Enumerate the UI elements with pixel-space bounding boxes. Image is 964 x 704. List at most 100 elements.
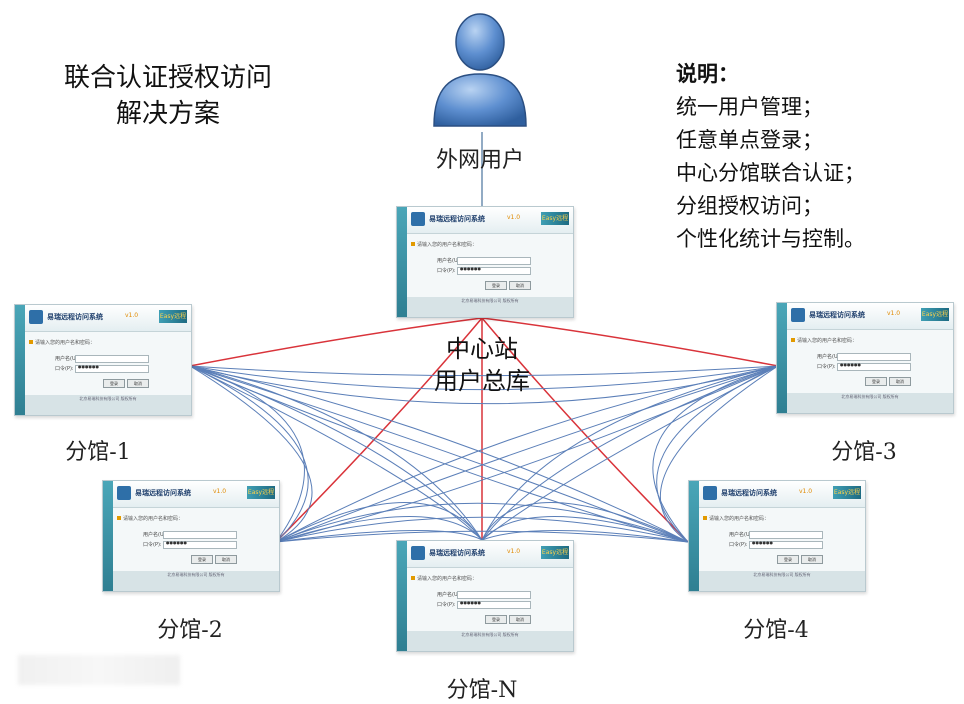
mesh-b2-bn-line-0 (275, 502, 483, 543)
branch-2-label: 分馆-2 (157, 618, 223, 643)
window-app-name: 易瑞远程访问系统 (429, 549, 485, 557)
window-prompt: 请输入您的用户名和密码： (797, 338, 858, 344)
mesh-b1-bn-line-2 (189, 365, 483, 541)
password-field-label: 口令(P): (817, 364, 836, 370)
branch-4-login-window: 易瑞远程访问系统 v1.0 Easy远程 请输入您的用户名和密码： 用户名(U)… (688, 480, 866, 592)
window-badge: Easy远程 (541, 546, 569, 559)
password-field-label: 口令(P): (437, 268, 456, 274)
window-version: v1.0 (507, 548, 521, 555)
center-to-b1-line (189, 317, 483, 367)
mesh-b1-bn-line-1 (189, 365, 483, 541)
username-input[interactable] (163, 531, 237, 539)
app-logo-icon (411, 212, 425, 226)
mesh-b3-bn-line-1 (481, 365, 779, 541)
login-button[interactable]: 登录 (191, 555, 213, 564)
login-button[interactable]: 登录 (485, 615, 507, 624)
password-input[interactable] (457, 600, 531, 609)
window-prompt: 请输入您的用户名和密码： (123, 516, 184, 522)
mesh-b2-b3-line-0 (275, 365, 779, 543)
username-input[interactable] (75, 355, 149, 363)
app-logo-icon (117, 486, 131, 500)
center-label-line2: 用户总库 (434, 367, 530, 395)
window-version: v1.0 (125, 312, 139, 319)
notes-item-4: 分组授权访问； (676, 194, 823, 218)
user-person-icon (433, 13, 527, 127)
window-footer: 北京易瑞科技有限公司 版权所有 (407, 297, 573, 317)
username-input[interactable] (837, 353, 911, 361)
branch-3-label: 分馆-3 (831, 440, 897, 465)
mesh-b3-b4-line-2 (660, 365, 779, 543)
window-version: v1.0 (507, 214, 521, 221)
username-input[interactable] (457, 257, 531, 265)
cancel-button[interactable]: 取消 (215, 555, 237, 564)
branch-1-label: 分馆-1 (65, 440, 131, 465)
password-input[interactable] (749, 540, 823, 549)
mesh-b3-bn-line-0 (481, 365, 779, 541)
branch-2-login-window: 易瑞远程访问系统 v1.0 Easy远程 请输入您的用户名和密码： 用户名(U)… (102, 480, 280, 592)
notes-item-5: 个性化统计与控制。 (676, 227, 865, 251)
window-prompt: 请输入您的用户名和密码： (417, 242, 478, 248)
password-field-label: 口令(P): (729, 542, 748, 548)
cancel-button[interactable]: 取消 (127, 379, 149, 388)
mesh-b2-bn-line-1 (275, 516, 483, 543)
user-field-label: 用户名(U): (729, 532, 754, 538)
window-version: v1.0 (799, 488, 813, 495)
mesh-b4-bn-line-0 (481, 502, 689, 543)
mesh-b1-b4-line-1 (189, 365, 689, 543)
login-button[interactable]: 登录 (485, 281, 507, 290)
password-input[interactable] (837, 362, 911, 371)
mesh-b1-b2-line-1 (189, 365, 309, 543)
notes-item-3: 中心分馆联合认证； (676, 161, 865, 185)
password-input[interactable] (457, 266, 531, 275)
mesh-b3-b4-line-0 (652, 365, 779, 543)
branch-n-login-window: 易瑞远程访问系统 v1.0 Easy远程 请输入您的用户名和密码： 用户名(U)… (396, 540, 574, 652)
user-field-label: 用户名(U): (437, 592, 462, 598)
window-footer: 北京易瑞科技有限公司 版权所有 (113, 571, 279, 591)
center-login-window: 易瑞远程访问系统 v1.0 Easy远程 请输入您的用户名和密码： 用户名(U)… (396, 206, 574, 318)
app-logo-icon (411, 546, 425, 560)
user-label: 外网用户 (435, 148, 524, 173)
login-button[interactable]: 登录 (777, 555, 799, 564)
username-input[interactable] (749, 531, 823, 539)
window-footer: 北京易瑞科技有限公司 版权所有 (407, 631, 573, 651)
notes-panel: 说明： 统一用户管理； 任意单点登录； 中心分馆联合认证； 分组授权访问； 个性… (676, 58, 865, 256)
window-app-name: 易瑞远程访问系统 (47, 313, 103, 321)
center-to-b2-line (275, 317, 483, 543)
window-prompt: 请输入您的用户名和密码： (417, 576, 478, 582)
window-badge: Easy远程 (541, 212, 569, 225)
window-prompt: 请输入您的用户名和密码： (709, 516, 770, 522)
app-logo-icon (29, 310, 43, 324)
mesh-b3-bn-line-2 (481, 365, 779, 541)
mesh-b1-b3-line-0 (189, 365, 779, 377)
cancel-button[interactable]: 取消 (509, 281, 531, 290)
window-version: v1.0 (213, 488, 227, 495)
login-button[interactable]: 登录 (103, 379, 125, 388)
notes-item-2: 任意单点登录； (676, 128, 823, 152)
login-button[interactable]: 登录 (865, 377, 887, 386)
password-input[interactable] (75, 364, 149, 373)
app-logo-icon (703, 486, 717, 500)
user-field-label: 用户名(U): (817, 354, 842, 360)
window-version: v1.0 (887, 310, 901, 317)
branch-4-label: 分馆-4 (743, 618, 809, 643)
center-label-line1: 中心站 (446, 335, 518, 363)
branch-n-label: 分馆-N (446, 678, 518, 703)
cancel-button[interactable]: 取消 (889, 377, 911, 386)
window-badge: Easy远程 (159, 310, 187, 323)
mesh-b4-bn-line-1 (481, 516, 689, 543)
window-prompt: 请输入您的用户名和密码： (35, 340, 96, 346)
cancel-button[interactable]: 取消 (801, 555, 823, 564)
notes-item-1: 统一用户管理； (676, 95, 823, 119)
center-to-b3-line (481, 317, 779, 367)
branch-1-login-window: 易瑞远程访问系统 v1.0 Easy远程 请输入您的用户名和密码： 用户名(U)… (14, 304, 192, 416)
mesh-b1-b3-line-1 (189, 365, 779, 391)
password-input[interactable] (163, 540, 237, 549)
window-footer: 北京易瑞科技有限公司 版权所有 (787, 393, 953, 413)
window-badge: Easy远程 (247, 486, 275, 499)
window-app-name: 易瑞远程访问系统 (721, 489, 777, 497)
user-field-label: 用户名(U): (55, 356, 80, 362)
username-input[interactable] (457, 591, 531, 599)
cancel-button[interactable]: 取消 (509, 615, 531, 624)
blurred-watermark (18, 655, 180, 685)
window-app-name: 易瑞远程访问系统 (429, 215, 485, 223)
